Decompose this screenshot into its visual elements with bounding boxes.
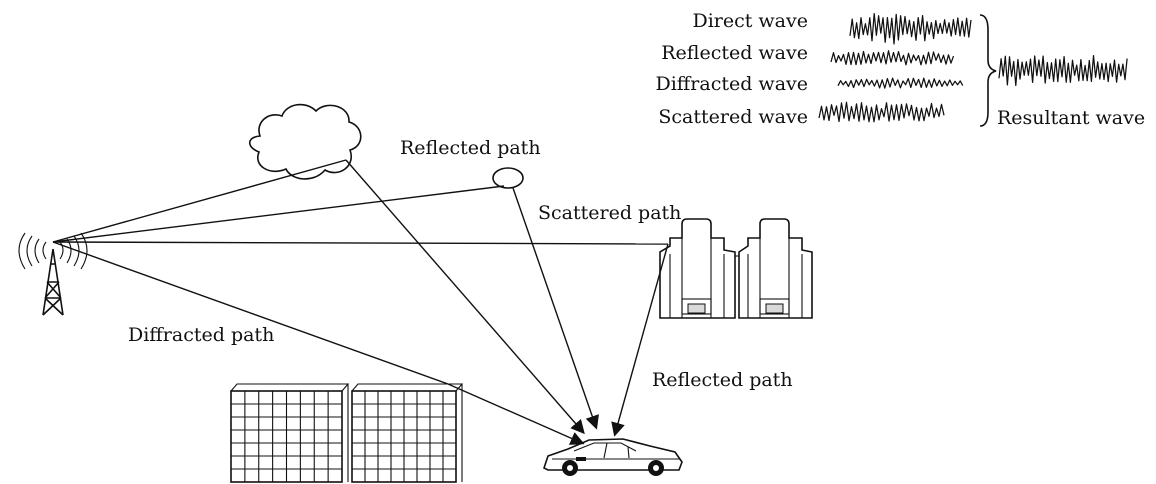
label-direct-wave: Direct wave xyxy=(692,10,808,32)
reflected-wave-trace xyxy=(830,50,955,66)
office-buildings-icon xyxy=(659,218,813,319)
propagation-paths xyxy=(52,159,669,445)
scattered-wave-trace xyxy=(818,101,945,123)
diffracted-wave-trace xyxy=(837,77,964,89)
city-buildings-icon xyxy=(230,383,464,483)
scattered-reflection-line xyxy=(611,243,669,437)
reflector-path-line xyxy=(512,187,599,430)
label-reflected-path-top: Reflected path xyxy=(400,137,541,159)
label-diffracted-wave: Diffracted wave xyxy=(655,73,808,95)
wave-summation-brace xyxy=(979,14,997,127)
label-reflected-wave: Reflected wave xyxy=(661,42,808,64)
transmitter-tower-icon xyxy=(18,232,88,316)
path-to-reflector xyxy=(52,185,505,243)
path-to-cloud xyxy=(52,159,347,243)
label-scattered-path: Scattered path xyxy=(538,202,681,224)
path-to-scatterer xyxy=(52,241,669,245)
label-resultant-wave: Resultant wave xyxy=(997,107,1145,129)
reflector-icon xyxy=(492,167,524,189)
resultant-wave-trace xyxy=(998,54,1128,87)
direct-wave-trace xyxy=(849,12,972,45)
cloud-reflected-path-line xyxy=(345,159,585,435)
label-diffracted-path: Diffracted path xyxy=(128,324,274,346)
label-scattered-wave: Scattered wave xyxy=(658,106,808,128)
label-reflected-path-right: Reflected path xyxy=(652,369,793,391)
cloud-icon xyxy=(248,103,362,180)
receiver-car-icon xyxy=(543,438,683,476)
